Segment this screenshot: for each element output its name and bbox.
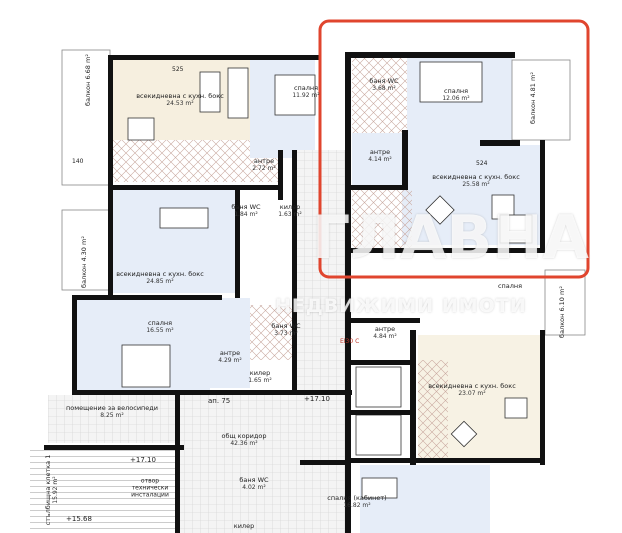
room-label: спалня bbox=[497, 282, 523, 290]
hall-b bbox=[210, 298, 250, 388]
elevation-mark: +17.10 bbox=[130, 456, 156, 464]
balcony-left-mid bbox=[61, 209, 111, 291]
elevation-mark: +17.10 bbox=[304, 395, 330, 403]
storage-cell-1 bbox=[355, 366, 402, 408]
balcony-tr bbox=[511, 59, 571, 141]
room-label: спалня (кабинет)16.82 m² bbox=[327, 494, 387, 509]
room-label: балкон 4.30 m² bbox=[80, 236, 88, 288]
room-label: балкон 6.68 m² bbox=[84, 54, 92, 106]
bath-b bbox=[250, 305, 295, 360]
room-label: отвор технически инсталации bbox=[131, 477, 169, 499]
bike-room bbox=[48, 395, 178, 443]
dimension: 140 bbox=[72, 158, 84, 165]
watermark-logo: ГЛАВНА bbox=[312, 203, 589, 273]
kitchen-tr bbox=[352, 188, 412, 248]
storage-cell-2 bbox=[355, 414, 402, 456]
apartment-number: ап. 75 bbox=[208, 397, 231, 405]
kitchen-br bbox=[418, 360, 448, 460]
room-label: килер bbox=[233, 522, 255, 530]
room-label: балкон 6.10 m² bbox=[558, 286, 566, 338]
furniture bbox=[121, 61, 533, 499]
watermark-subtitle: НЕДВИЖИМИ ИМОТИ bbox=[275, 295, 527, 317]
walls bbox=[44, 52, 545, 533]
living-room-b bbox=[112, 188, 237, 293]
staircase bbox=[30, 450, 180, 533]
balcony-right-mid bbox=[544, 269, 586, 336]
bath-tr bbox=[352, 58, 407, 133]
room-label: балкон 4.81 m² bbox=[529, 72, 537, 124]
balcony-left-top bbox=[61, 49, 111, 186]
hall-tr bbox=[352, 133, 402, 188]
highlight-frame bbox=[318, 19, 590, 279]
bedroom-br bbox=[360, 465, 490, 533]
dimension: 524 bbox=[476, 160, 488, 167]
elevation-mark: +15.68 bbox=[66, 515, 92, 523]
door-rating: EI30 C bbox=[340, 338, 360, 345]
dimension: 525 bbox=[172, 66, 184, 73]
